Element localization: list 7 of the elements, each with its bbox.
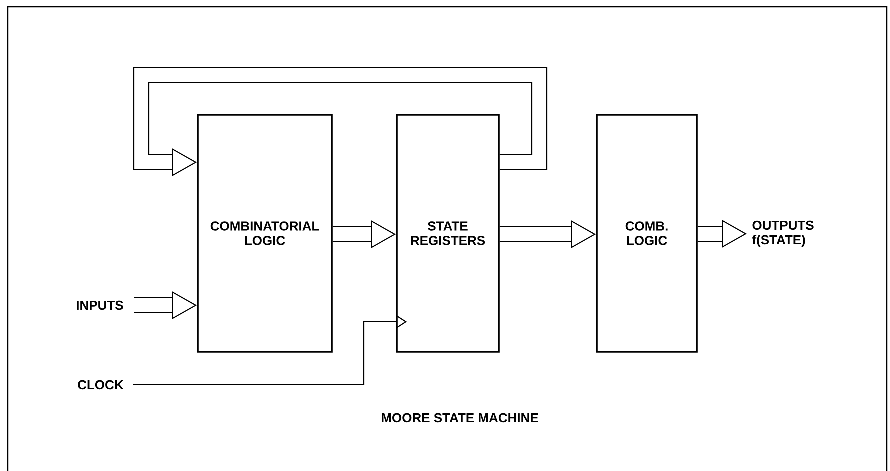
logic-box: STATE REGISTERS (396, 114, 500, 353)
signal-label: INPUTS (77, 300, 124, 310)
signal-label: OUTPUTS f(STATE) (752, 220, 814, 248)
logic-box: COMB. LOGIC (596, 114, 698, 353)
logic-box: COMBINATORIAL LOGIC (197, 114, 333, 353)
signal-label: CLOCK (78, 380, 124, 390)
caption: MOORE STATE MACHINE (382, 413, 538, 423)
